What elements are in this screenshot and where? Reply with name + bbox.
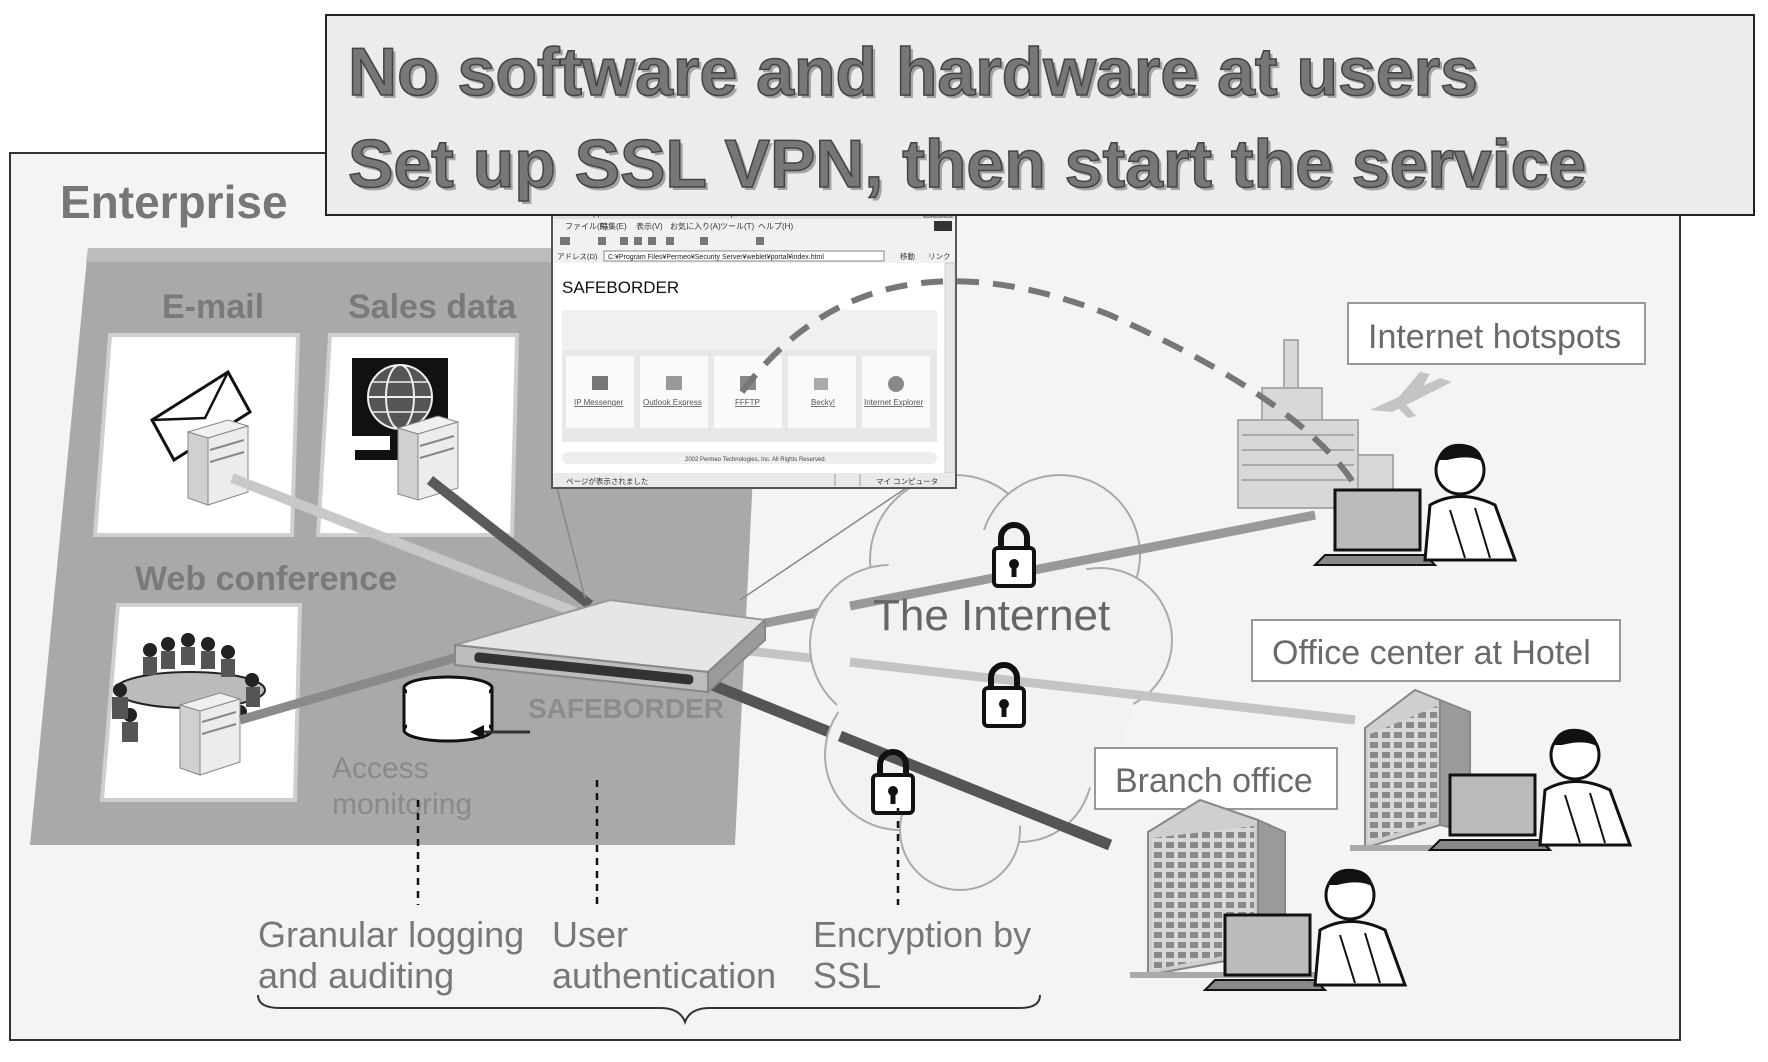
becky-icon [814, 378, 828, 390]
banner-line1: No software and hardware at users [348, 34, 1478, 110]
access-monitoring-line1: Access [332, 752, 429, 785]
menu-edit[interactable]: 編集(E) [600, 221, 627, 231]
branch-label: Branch office [1115, 762, 1313, 800]
status-right: マイ コンピュータ [876, 477, 938, 486]
menu-view[interactable]: 表示(V) [636, 221, 663, 231]
app-ip-messenger[interactable]: IP Messenger [574, 398, 624, 407]
enterprise-title: Enterprise [60, 176, 288, 228]
toolbar [553, 233, 955, 249]
portal-app-tiles [566, 356, 930, 428]
menu-tools[interactable]: ツール(T) [720, 222, 755, 231]
links-button[interactable]: リンク [928, 252, 951, 261]
svg-text:No software and hardware at us: No software and hardware at users [351, 37, 1481, 113]
logging-line2: and auditing [258, 955, 454, 996]
safeborder-label: SAFEBORDER [528, 693, 724, 724]
airport-terminal-icon [1237, 339, 1394, 509]
auth-line2: authentication [552, 955, 776, 996]
padlock-icon [982, 662, 1026, 728]
menu-file[interactable]: ファイル(F) [565, 222, 608, 231]
search-icon [666, 237, 674, 245]
banner [325, 14, 1755, 216]
safeborder-appliance [454, 598, 768, 695]
portal-footer: 2002 Permeo Technologies, Inc. All Right… [685, 457, 827, 463]
forward-icon [598, 237, 606, 245]
auth-line1: User [552, 914, 628, 955]
sales-server-icon [396, 415, 460, 501]
outlook-icon [666, 376, 682, 390]
remote-user-icon [1202, 868, 1408, 991]
padlock-icon [992, 522, 1036, 588]
history-icon [756, 237, 764, 245]
go-button[interactable]: 移動 [900, 251, 915, 261]
database-icon [402, 675, 494, 743]
email-label: E-mail [162, 288, 264, 326]
hotspots-label: Internet hotspots [1368, 318, 1621, 356]
conference-link [238, 650, 467, 725]
address-value: C:¥Program Files¥Permeo¥Security Server¥… [608, 254, 824, 261]
sales-data-label: Sales data [348, 288, 517, 326]
hotspots-box [1347, 302, 1646, 365]
hotel-label: Office center at Hotel [1272, 634, 1591, 672]
portal-heading: SAFEBORDER [562, 278, 679, 297]
menu-help[interactable]: ヘルプ(H) [758, 222, 793, 231]
app-becky[interactable]: Becky! [811, 398, 835, 407]
home-icon [648, 237, 656, 245]
access-monitoring-line2: monitoring [332, 788, 472, 821]
envelope-icon [150, 369, 252, 463]
branch-box [1094, 747, 1338, 810]
ie-icon [888, 376, 904, 392]
messenger-icon [592, 376, 608, 390]
remote-user-icon [1312, 443, 1518, 566]
hotel-box [1251, 619, 1621, 682]
encryption-line2: SSL [813, 955, 881, 996]
globe-monitor-icon [352, 358, 448, 460]
address-label: アドレス(D) [557, 252, 598, 261]
web-conference-label: Web conference [135, 560, 397, 598]
sales-link [426, 476, 594, 609]
address-field[interactable] [603, 250, 885, 262]
logging-line1: Granular logging [258, 914, 524, 955]
status-left: ページが表示されました [566, 476, 648, 486]
padlock-icon [871, 749, 915, 815]
app-outlook-express[interactable]: Outlook Express [643, 398, 702, 407]
app-ffftp[interactable]: FFFTP [735, 398, 760, 407]
encryption-line1: Encryption by [813, 914, 1031, 955]
refresh-icon [634, 237, 642, 245]
browser-window: Permeo Application Portal - Microsoft In… [551, 205, 957, 489]
scrollbar[interactable] [944, 262, 956, 474]
menu-favorites[interactable]: お気に入り(A) [670, 221, 721, 231]
favorites-icon [700, 237, 708, 245]
remote-user-icon [1427, 728, 1633, 851]
back-icon [560, 237, 570, 245]
conference-server-icon [178, 692, 242, 776]
stop-icon [620, 237, 628, 245]
email-link [230, 473, 577, 617]
internet-label: The Internet [873, 591, 1110, 640]
dashed-arc [739, 278, 1358, 487]
windows-logo-icon [934, 221, 952, 231]
features-brace [257, 994, 1041, 1025]
banner-line2: Set up SSL VPN, then start the service [348, 126, 1586, 202]
airplane-icon [1370, 372, 1452, 418]
app-internet-explorer[interactable]: Internet Explorer [864, 398, 923, 407]
svg-text:Set up SSL VPN, then start the: Set up SSL VPN, then start the service [351, 129, 1589, 205]
email-server-icon [186, 419, 250, 506]
